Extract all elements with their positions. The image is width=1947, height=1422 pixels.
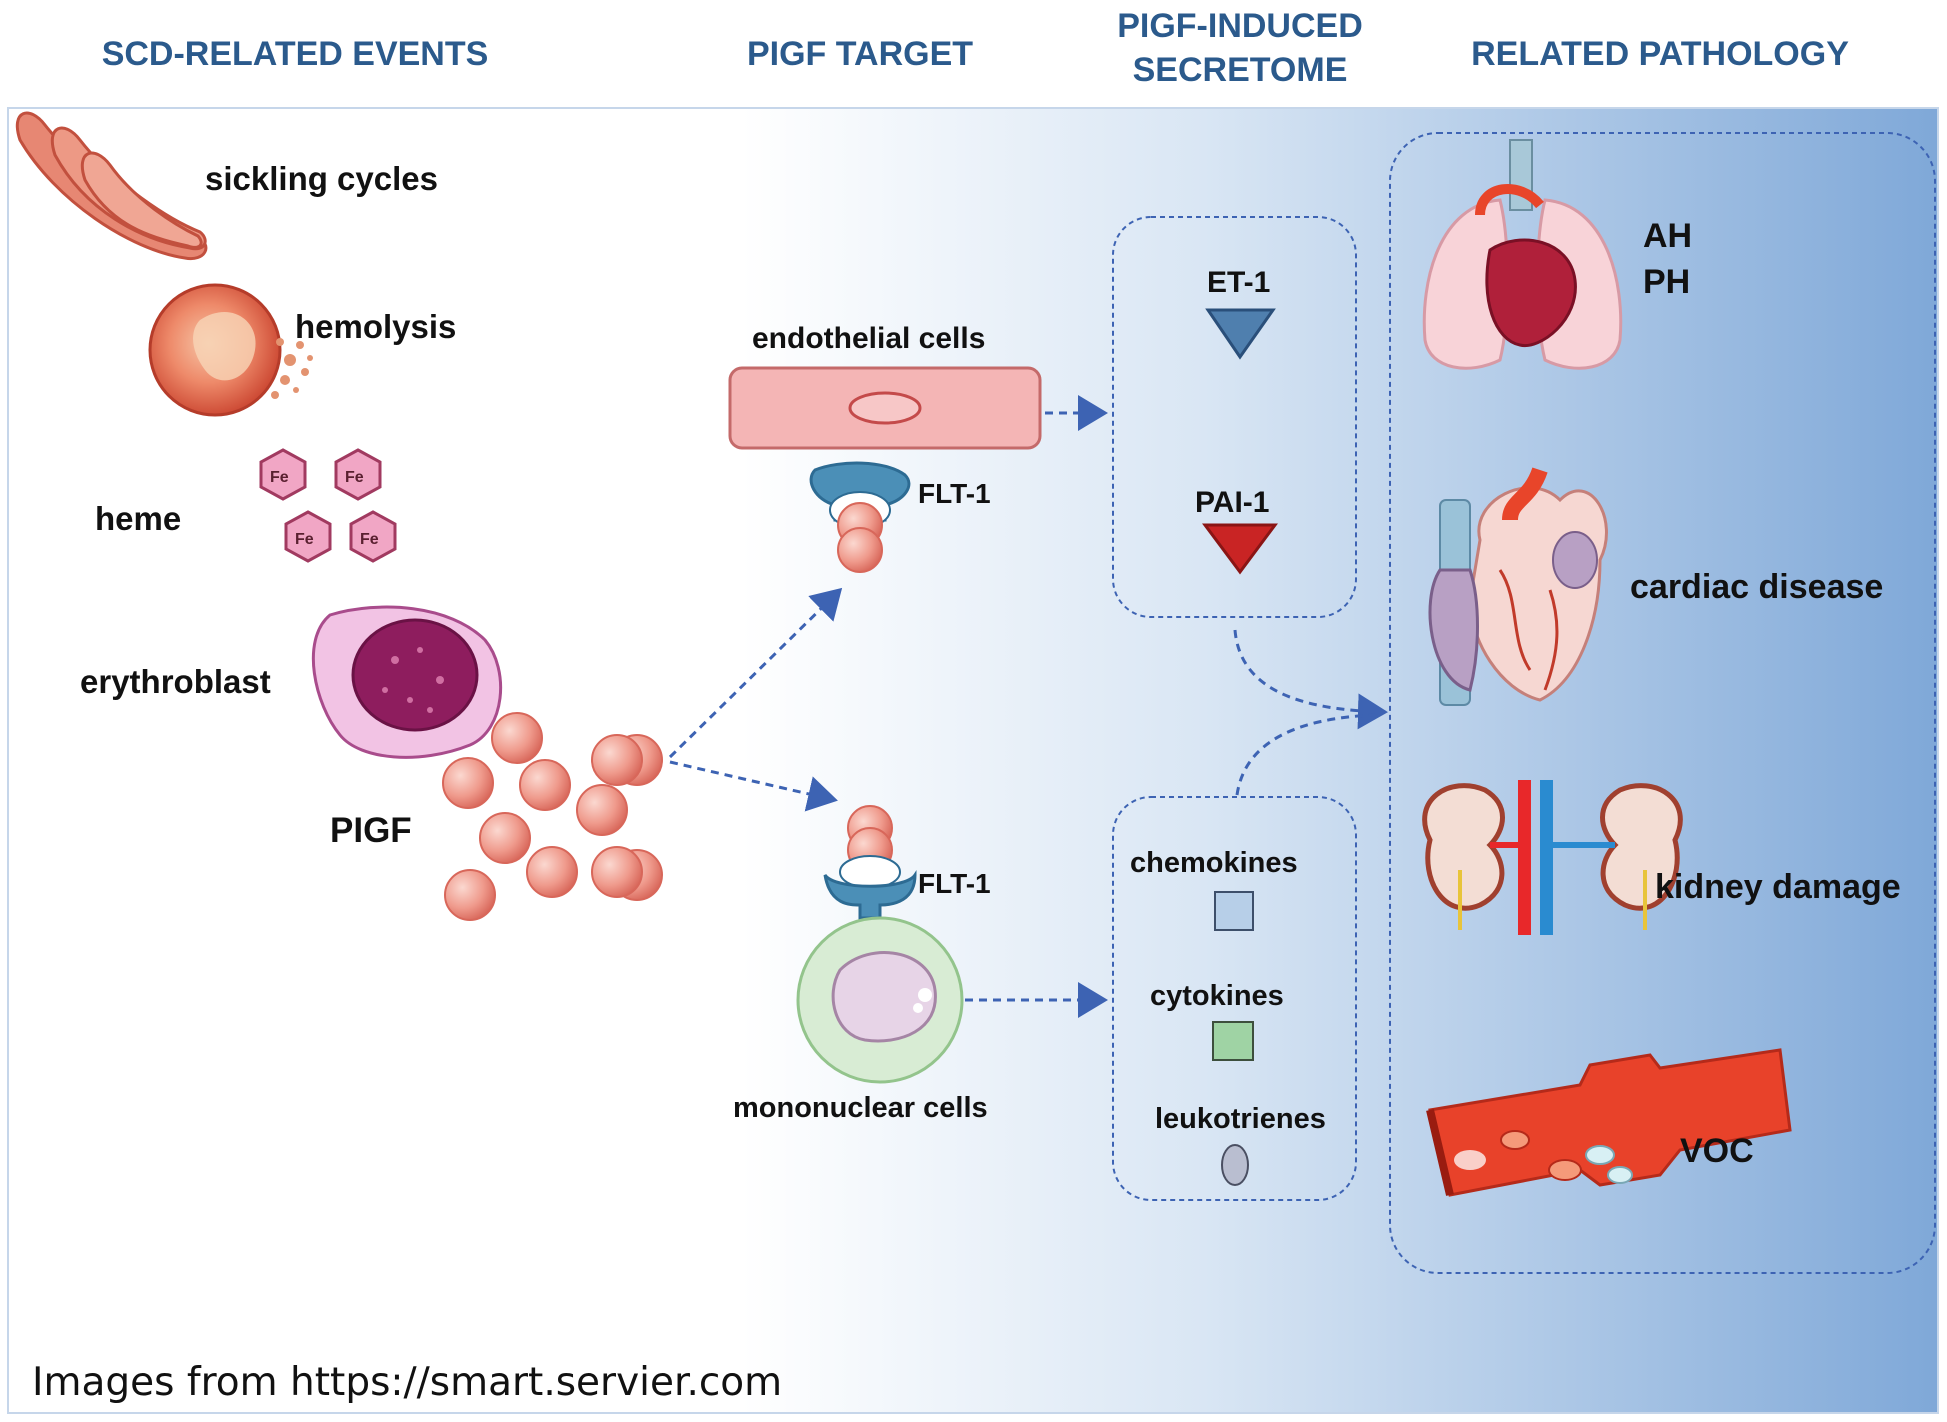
heme-label: heme (95, 500, 181, 537)
header-pigf-target: PIGF TARGET (746, 35, 974, 73)
kidney-label: kidney damage (1655, 868, 1901, 906)
image-credit: Images from https://smart.servier.com (32, 1360, 783, 1405)
mononuclear-cell-icon (796, 916, 964, 1084)
cardiac-label: cardiac disease (1630, 568, 1883, 606)
ph-label: PH (1643, 263, 1690, 301)
et1-label: ET-1 (1207, 266, 1270, 299)
et1-icon (1205, 308, 1276, 360)
arrow-pigf-to-endothelial (668, 587, 843, 759)
pigf-particles-icon (442, 712, 663, 921)
hemolysis-cell-icon (148, 283, 313, 417)
ah-label: AH (1643, 217, 1692, 255)
hemolysis-label: hemolysis (295, 308, 456, 345)
pai1-label: PAI-1 (1195, 486, 1269, 519)
lungs-heart-icon (1422, 139, 1623, 370)
arrow-bottom-secretome-to-pathology (1235, 713, 1376, 796)
cytokines-label: cytokines (1150, 980, 1284, 1012)
chemokines-label: chemokines (1130, 847, 1298, 879)
heart-icon (1428, 467, 1608, 706)
sickle-cells-icon (15, 111, 208, 261)
pathology-box (1389, 132, 1936, 1274)
mononuclear-label: mononuclear cells (733, 1092, 988, 1124)
flt1-receptor-top-icon (809, 461, 911, 573)
kidneys-icon (1422, 780, 1683, 935)
chemokines-icon (1214, 891, 1254, 931)
svg-text:Fe: Fe (295, 531, 314, 548)
flt1-bottom-label: FLT-1 (918, 868, 991, 899)
leukotrienes-icon (1221, 1144, 1249, 1186)
svg-text:Fe: Fe (270, 469, 289, 486)
header-scd-events: SCD-RELATED EVENTS (101, 35, 489, 73)
cytokines-icon (1212, 1021, 1254, 1061)
secretome-box-bottom (1112, 796, 1357, 1201)
pigf-label: PIGF (330, 811, 412, 850)
endothelial-label: endothelial cells (752, 322, 985, 355)
endothelial-cell-icon (728, 366, 1042, 450)
header-secretome-line2: SECRETOME (1132, 51, 1348, 89)
erythroblast-label: erythroblast (80, 663, 271, 700)
leukotrienes-label: leukotrienes (1155, 1103, 1326, 1135)
pai1-icon (1202, 523, 1278, 575)
svg-text:Fe: Fe (345, 469, 364, 486)
arrow-top-secretome-to-pathology (1233, 629, 1388, 730)
flt1-receptor-bottom-icon (823, 805, 917, 920)
header-related-pathology: RELATED PATHOLOGY (1471, 35, 1849, 73)
flt1-top-label: FLT-1 (918, 478, 991, 509)
voc-label: VOC (1680, 1132, 1754, 1170)
heme-icon: Fe Fe Fe Fe (259, 448, 397, 563)
vessel-occlusion-icon (1426, 1048, 1792, 1197)
svg-text:Fe: Fe (360, 531, 379, 548)
erythroblast-icon (311, 605, 503, 759)
secretome-box-top (1112, 216, 1357, 618)
sickling-label: sickling cycles (205, 160, 438, 197)
header-secretome-line1: PIGF-INDUCED (1117, 7, 1363, 45)
arrow-pigf-to-mononuclear (669, 760, 838, 812)
background-panel (7, 107, 1939, 1414)
